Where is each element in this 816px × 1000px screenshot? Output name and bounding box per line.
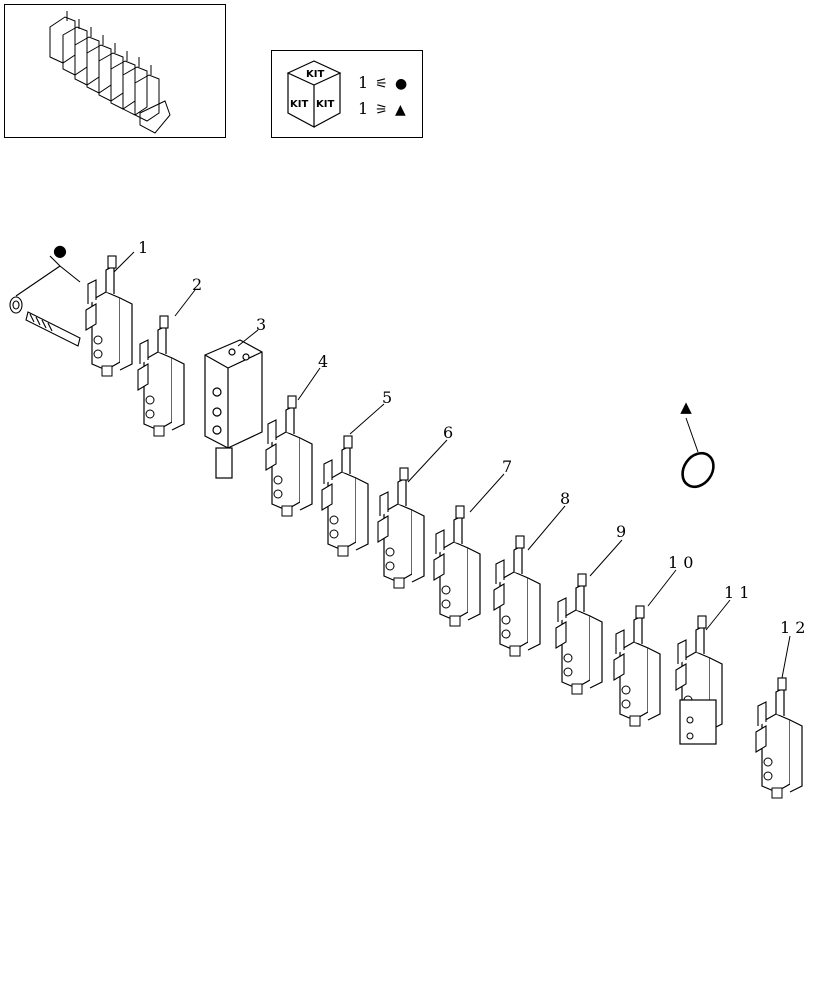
- part-4-valve-section: [265, 395, 313, 517]
- kit-legend: KIT KIT KIT 1 ⚟ ● 1 ⚞ ▲: [271, 50, 423, 138]
- part-3-end-block: [204, 339, 263, 479]
- part-9-valve-section: [555, 573, 603, 695]
- part-11-valve-section: [675, 615, 723, 745]
- bolt-kit-marker-icon: ●: [53, 241, 67, 260]
- assembly-thumbnail: [4, 4, 226, 138]
- kit-qty: 1: [358, 99, 370, 118]
- kit-tool-icon: ⚞: [375, 102, 389, 118]
- valve-section: ● ▲: [9, 241, 803, 799]
- kit-tool-icon: ⚟: [375, 76, 389, 92]
- callout-10: 1 0: [668, 553, 693, 572]
- part-5-valve-section: [321, 435, 369, 557]
- o-ring: [681, 417, 715, 489]
- kit-left-label: KIT: [290, 99, 308, 110]
- callout-5: 5: [382, 388, 392, 407]
- callout-9: 9: [616, 522, 626, 541]
- circle-marker-icon: ●: [394, 76, 409, 92]
- kit-row-triangle: 1 ⚞ ▲: [358, 99, 407, 118]
- kit-qty: 1: [358, 73, 370, 92]
- part-8-valve-section: [493, 535, 541, 657]
- assembly-thumbnail-drawing: [49, 11, 171, 134]
- triangle-marker-icon: ▲: [394, 102, 407, 118]
- kit-right-label: KIT: [316, 99, 334, 110]
- callout-4: 4: [318, 352, 328, 371]
- callout-8: 8: [560, 489, 570, 508]
- oring-kit-marker-icon: ▲: [680, 398, 692, 416]
- leader-lines: [113, 251, 791, 679]
- part-12-outlet-section: [755, 677, 803, 799]
- part-1-tie-bolt: [9, 255, 81, 347]
- part-7-valve-section: [433, 505, 481, 627]
- callout-12: 1 2: [780, 618, 805, 637]
- callout-1: 1: [138, 238, 148, 257]
- part-10-valve-section: [613, 605, 661, 727]
- part-2-valve-section: [137, 315, 185, 437]
- callout-11: 1 1: [724, 583, 749, 602]
- kit-cube-icon: KIT KIT KIT: [286, 60, 342, 129]
- callout-6: 6: [443, 423, 453, 442]
- part-1-inlet-section: [85, 255, 133, 377]
- callout-labels: 1 2 3 4 5 6 7 8 9 1 0 1 1 1 2: [138, 238, 805, 637]
- callout-3: 3: [256, 315, 266, 334]
- kit-top-label: KIT: [306, 69, 324, 80]
- callout-2: 2: [192, 275, 202, 294]
- kit-row-circle: 1 ⚟ ●: [358, 73, 408, 92]
- part-6-valve-section: [377, 467, 425, 589]
- callout-7: 7: [502, 457, 512, 476]
